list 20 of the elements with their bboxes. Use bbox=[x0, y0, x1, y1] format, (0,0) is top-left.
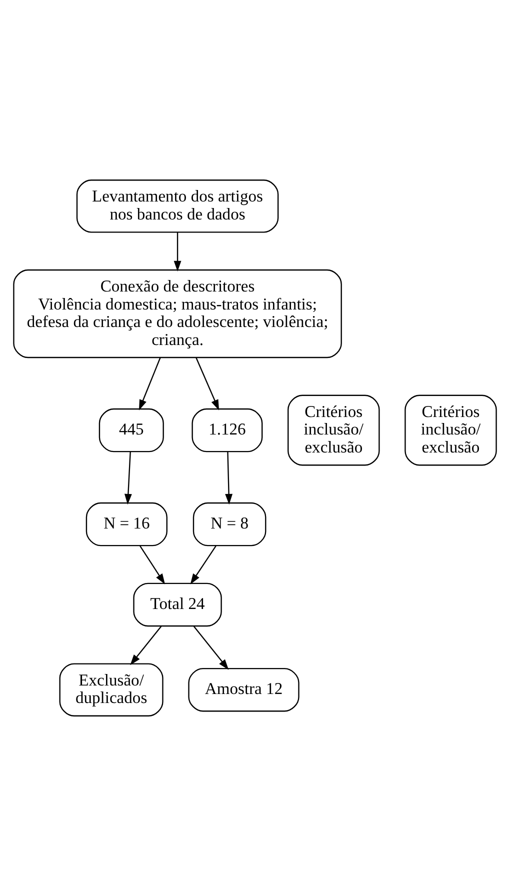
node-box: Critérios inclusão/ exclusão bbox=[404, 394, 496, 466]
node-box: N = 16 bbox=[85, 502, 167, 546]
arrow bbox=[192, 626, 228, 670]
arrow bbox=[195, 358, 219, 410]
arrow bbox=[224, 452, 232, 505]
arrow bbox=[124, 452, 132, 505]
arrow bbox=[138, 358, 160, 410]
node-box: Critérios inclusão/ exclusão bbox=[287, 394, 380, 466]
arrow bbox=[139, 546, 165, 584]
arrow bbox=[173, 232, 181, 272]
arrow bbox=[190, 546, 216, 584]
node-box: Amostra 12 bbox=[188, 668, 299, 712]
node-box: N = 8 bbox=[192, 502, 266, 546]
node-box: 1.126 bbox=[191, 408, 262, 452]
node-box: Levantamento dos artigos nos bancos de dados bbox=[76, 180, 278, 233]
arrow bbox=[130, 626, 162, 666]
node-box: 445 bbox=[98, 408, 164, 452]
node-box: Conexão de descritores Violência domestica; maus-tratos infantis; defesa da criança e do adolescente; violência; criança. bbox=[12, 269, 342, 358]
node-box: Exclusão/ duplicados bbox=[58, 663, 163, 716]
node-box: Total 24 bbox=[132, 582, 222, 627]
